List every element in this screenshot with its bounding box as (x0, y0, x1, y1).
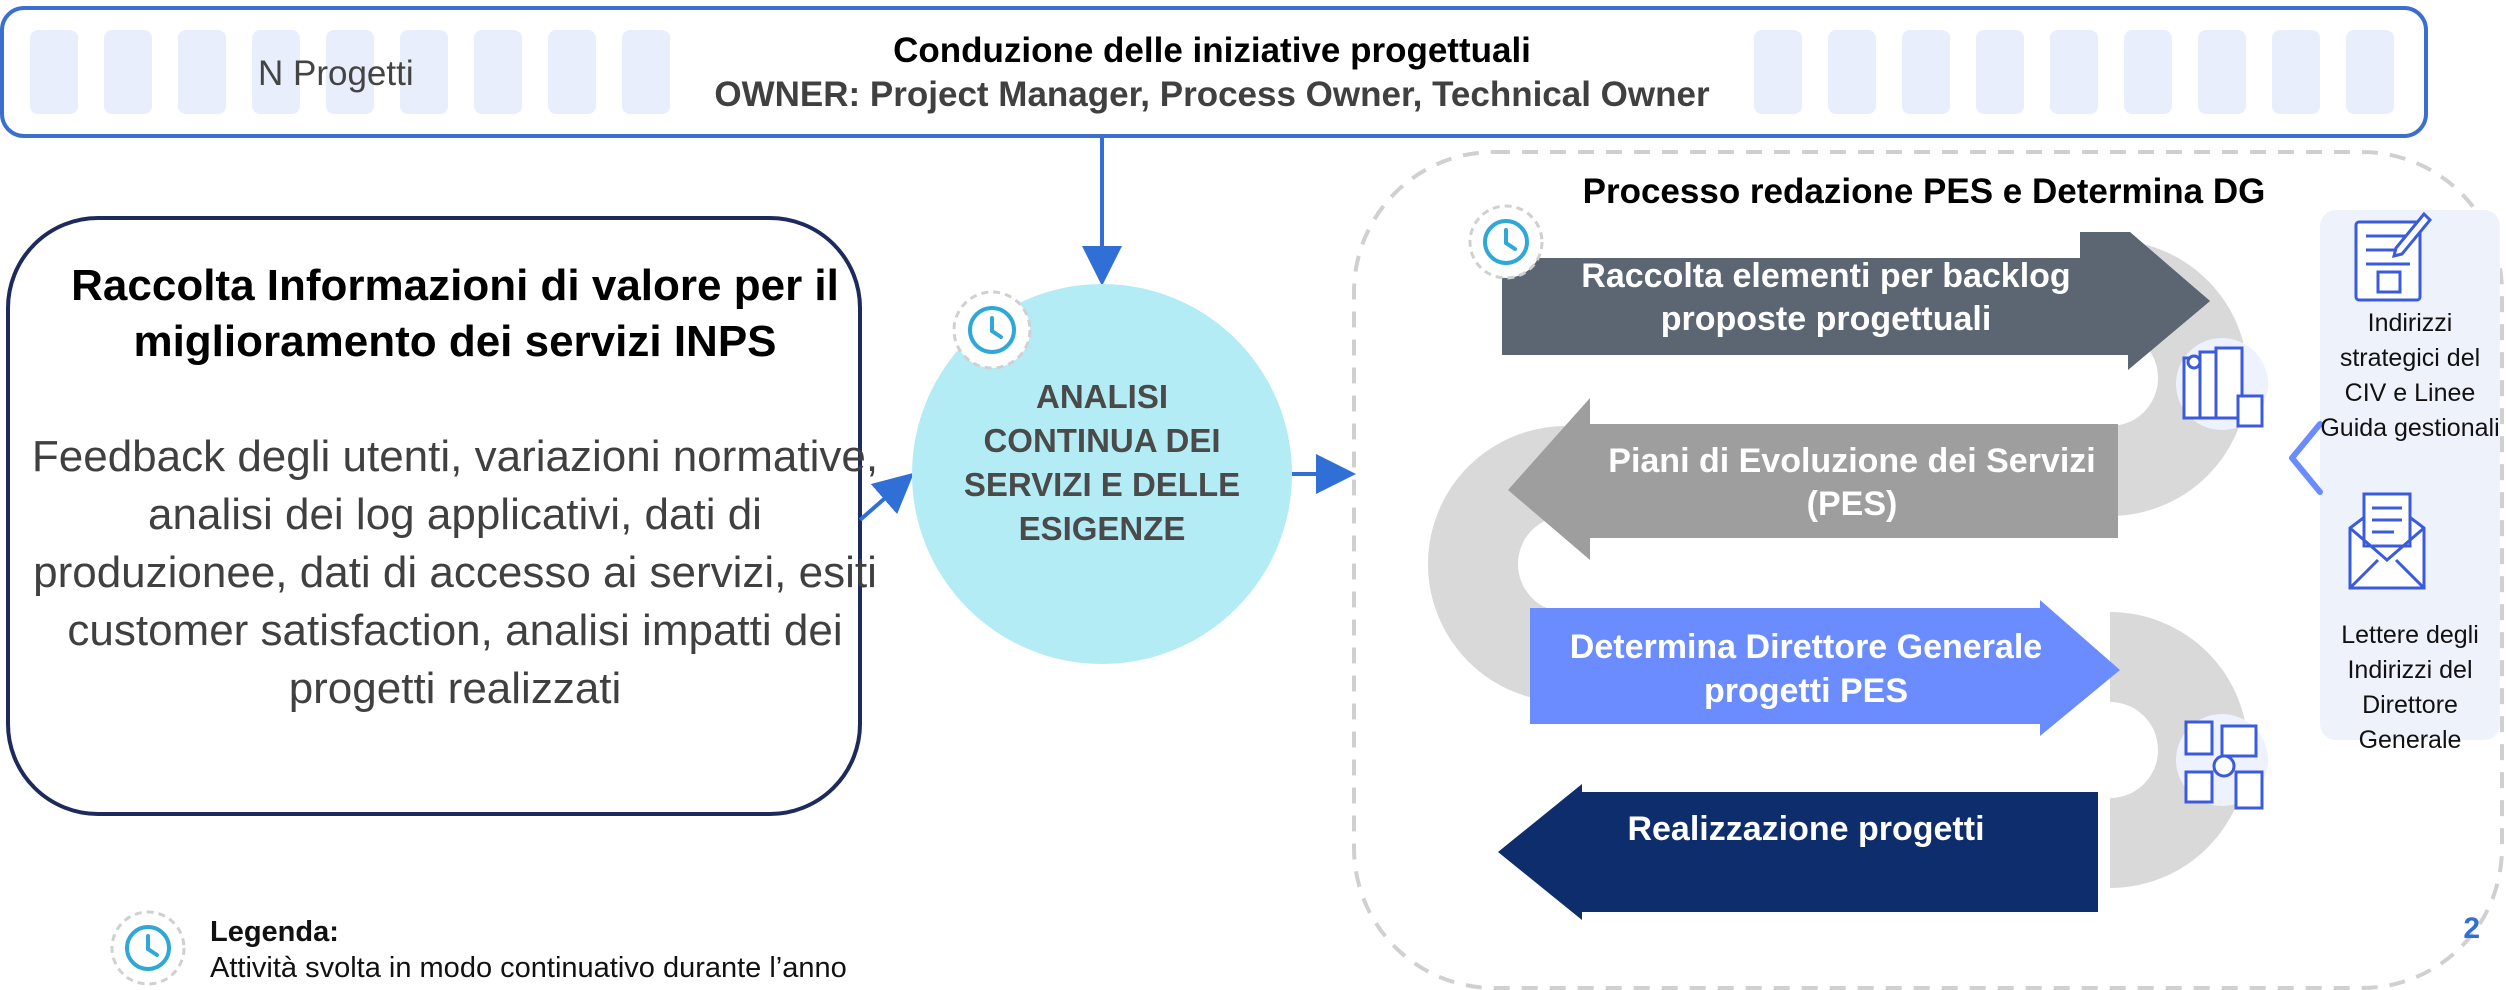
process-region (1352, 150, 2504, 990)
banner-subtitle: OWNER: Project Manager, Process Owner, T… (714, 75, 1710, 114)
banner-pattern-left (30, 30, 670, 114)
analysis-line-2: CONTINUA DEI (983, 422, 1220, 459)
legend-title: Legenda: (210, 916, 339, 948)
info-box (6, 216, 862, 816)
clock-cycle-icon (952, 290, 1032, 370)
banner-left-label: N Progetti (258, 54, 414, 93)
side-panel-text-2: Lettere degli Indirizzi del Direttore Ge… (2341, 621, 2479, 754)
banner-pattern-right (1754, 30, 2394, 114)
side-panel (2320, 210, 2500, 740)
workflow-icon (2176, 714, 2268, 810)
blueprint-icon (2354, 211, 2433, 302)
process-track (1428, 240, 2248, 888)
legend-description: Attività svolta in modo continuativo dur… (210, 952, 847, 984)
process-step-3-line-2: progetti PES (1704, 672, 1908, 710)
info-box-body: Feedback degli utenti, variazioni normat… (31, 432, 879, 713)
arrow-infobox-to-circle (858, 472, 915, 522)
chevron-left-icon (2289, 421, 2323, 495)
documents-icon (2176, 338, 2268, 430)
process-step-3: Determina Direttore Generale progetti PE… (1530, 600, 2120, 736)
analysis-line-3: SERVIZI E DELLE (964, 466, 1240, 503)
analysis-line-1: ANALISI (1036, 378, 1168, 415)
info-box-title: Raccolta Informazioni di valore per il m… (71, 261, 839, 366)
legend-clock-icon (110, 910, 186, 986)
process-title: Processo redazione PES e Determina DG (1583, 172, 2266, 211)
process-step-3-line-1: Determina Direttore Generale (1570, 628, 2042, 666)
process-step-2-line-1: Piani di Evoluzione dei Servizi (1608, 442, 2095, 480)
process-step-1-line-1: Raccolta elementi per backlog (1581, 257, 2070, 295)
process-step-4: Realizzazione progetti (1498, 784, 2098, 920)
process-step-2-line-2: (PES) (1807, 485, 1898, 523)
page-number: 2 (2463, 912, 2480, 945)
banner-title: Conduzione delle iniziative progettuali (893, 31, 1531, 70)
process-step-4-line-1: Realizzazione progetti (1627, 810, 1984, 848)
analysis-line-4: ESIGENZE (1019, 510, 1186, 547)
process-step-1-line-2: proposte progettuali (1661, 300, 1992, 338)
side-panel-text-1: Indirizzi strategici del CIV e Linee Gui… (2320, 309, 2500, 442)
top-banner: N Progetti Conduzione delle iniziative p… (0, 6, 2428, 138)
process-step-2: Piani di Evoluzione dei Servizi (PES) (1508, 398, 2118, 560)
process-step-1: Raccolta elementi per backlog proposte p… (1502, 232, 2210, 370)
analysis-circle: ANALISI CONTINUA DEI SERVIZI E DELLE ESI… (912, 284, 1292, 664)
envelope-letter-icon (2348, 492, 2426, 590)
clock-cycle-icon (1468, 204, 1544, 280)
